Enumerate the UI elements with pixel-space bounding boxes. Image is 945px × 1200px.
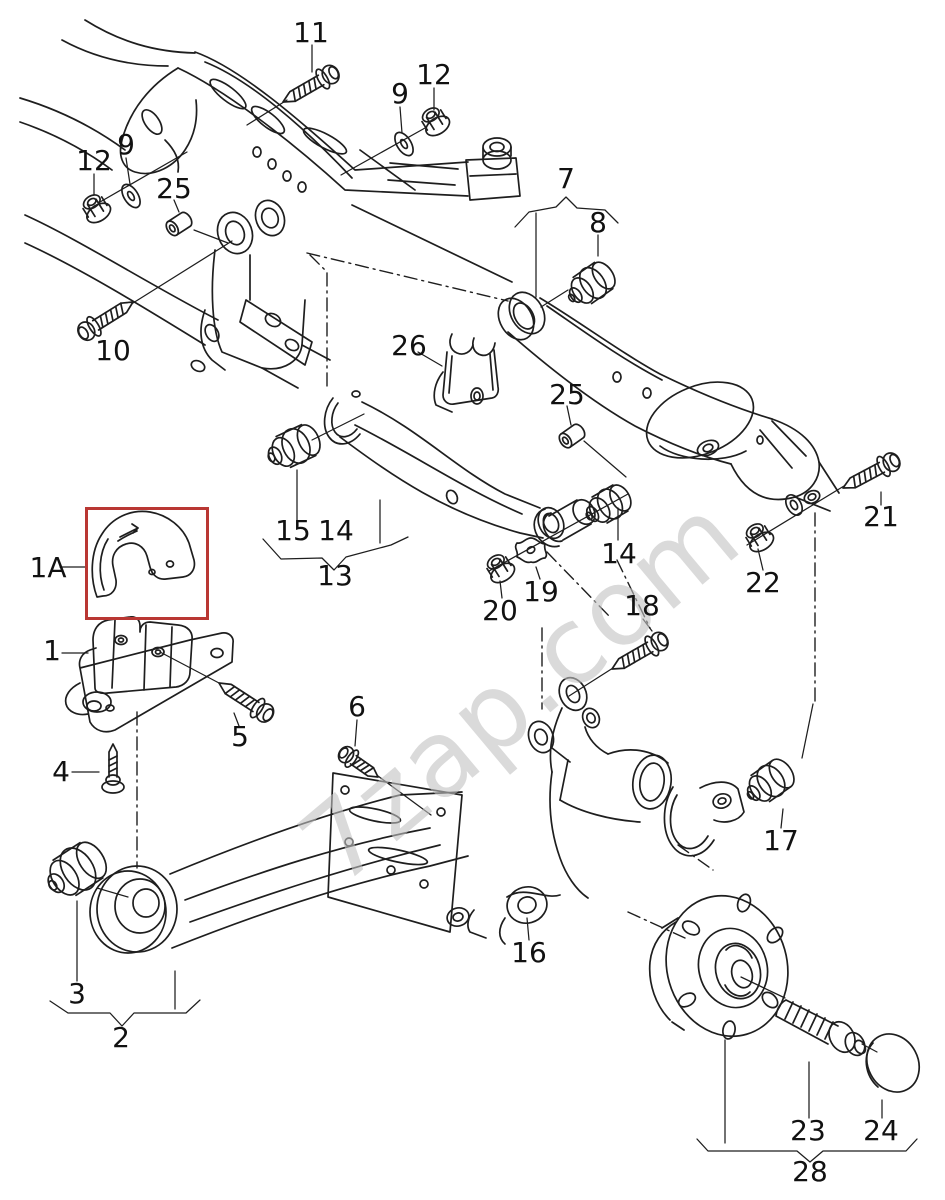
part-label-19: 19 [523, 575, 559, 608]
part-label-17: 17 [763, 824, 799, 857]
part-label-21: 21 [863, 500, 899, 533]
part-label-25-right: 25 [549, 378, 585, 411]
group-braces [49, 196, 918, 1163]
sleeve-25-right [558, 423, 586, 449]
clip-19 [514, 537, 548, 564]
sleeve-25-left [165, 211, 193, 237]
washer-9-left [121, 183, 141, 209]
part-label-23: 23 [790, 1114, 826, 1147]
bolt-18 [611, 631, 669, 670]
washer-9-right [394, 131, 414, 157]
bolt-10 [77, 301, 134, 342]
brace-2 [49, 999, 201, 1027]
bracket-26 [433, 333, 500, 413]
nut-12-right [421, 107, 451, 137]
brace-13 [262, 536, 409, 571]
part-label-5: 5 [231, 720, 249, 753]
part-label-1A: 1A [29, 551, 67, 584]
part-label-11: 11 [293, 16, 329, 49]
part-label-8: 8 [589, 206, 607, 239]
part-label-22: 22 [745, 566, 781, 599]
part-label-20: 20 [482, 594, 518, 627]
stabilizer-bar [19, 19, 220, 346]
part-label-14-right: 14 [601, 537, 637, 570]
bolt-6 [337, 745, 379, 778]
part-label-13: 13 [317, 559, 353, 592]
part-label-10: 10 [95, 334, 131, 367]
subframe-bracket [190, 199, 331, 389]
brace-28 [696, 1138, 918, 1163]
bolt-21 [842, 452, 901, 489]
highlight-box-1A [85, 507, 209, 620]
brace-7 [514, 196, 619, 228]
part-label-7: 7 [557, 162, 575, 195]
cover-1A [91, 510, 196, 598]
part-label-25-left: 25 [156, 172, 192, 205]
part-label-15: 15 [275, 514, 311, 547]
part-label-26: 26 [391, 329, 427, 362]
part-label-3: 3 [68, 977, 86, 1010]
bushing-17 [746, 758, 795, 803]
screw-4 [101, 743, 125, 794]
wheel-hub [648, 893, 789, 1040]
control-arm-upper [323, 390, 565, 540]
control-arm-lower [497, 291, 840, 512]
cap-24 [865, 1033, 921, 1093]
subframe [119, 51, 521, 283]
bushing-8 [567, 261, 616, 305]
part-label-9-left: 9 [117, 128, 135, 161]
seat-sleeve [533, 498, 596, 548]
washers-arm-tip [784, 494, 804, 516]
part-label-4: 4 [52, 755, 70, 788]
part-label-12-left: 12 [76, 144, 112, 177]
part-label-16: 16 [511, 936, 547, 969]
nut-22 [745, 523, 775, 553]
part-label-24: 24 [863, 1114, 899, 1147]
part-label-2: 2 [112, 1021, 130, 1054]
part-label-28: 28 [792, 1155, 828, 1188]
leader-lines [59, 44, 883, 1144]
nut-12-left [82, 194, 112, 224]
part-label-18: 18 [624, 589, 660, 622]
construction-lines [136, 252, 816, 939]
bushing-15 [267, 423, 321, 469]
knuckle [446, 676, 745, 945]
part-label-1: 1 [43, 634, 61, 667]
part-label-12-top: 12 [416, 58, 452, 91]
bolt-11 [282, 64, 340, 103]
bushing-3 [47, 841, 108, 897]
part-label-9-top: 9 [391, 77, 409, 110]
part-label-14-left: 14 [318, 514, 354, 547]
bolt-5 [218, 682, 275, 723]
part-label-6: 6 [348, 690, 366, 723]
